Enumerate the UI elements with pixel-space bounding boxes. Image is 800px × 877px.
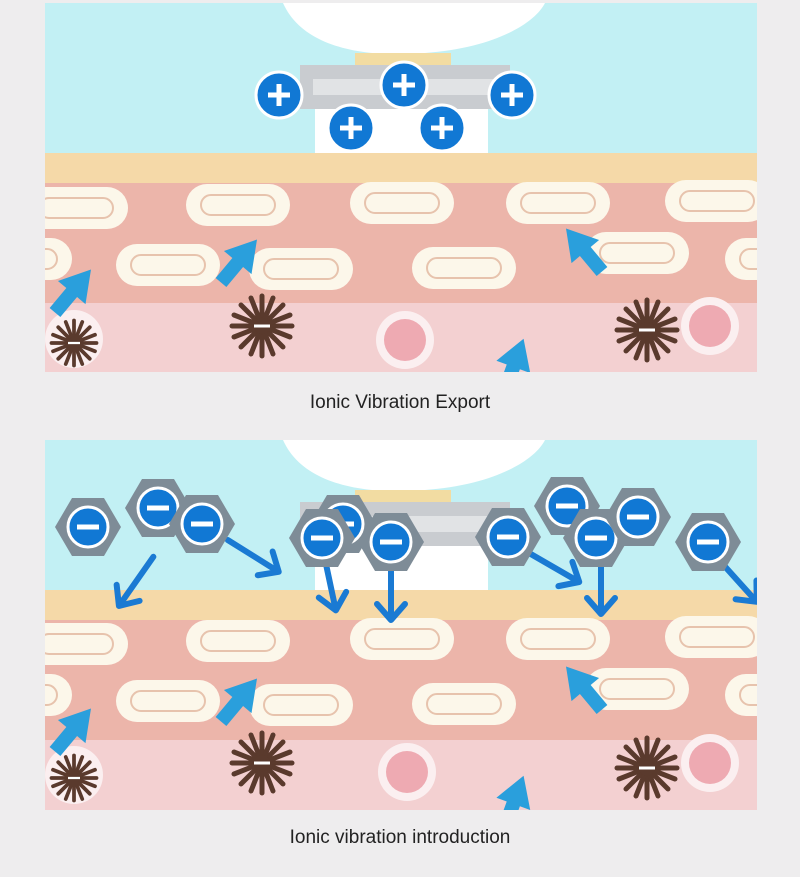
dirt-particle-icon [49, 753, 99, 803]
sphere-icon [376, 311, 434, 369]
skin-surface-layer [45, 153, 757, 183]
positive-ion-icon [254, 70, 304, 120]
dirt-particle-icon [232, 296, 292, 356]
cell-icon [505, 617, 611, 661]
sphere-icon [378, 743, 436, 801]
positive-ion-icon [379, 60, 429, 110]
dirt-particle-icon [232, 733, 292, 793]
introduction-diagram-panel [45, 440, 757, 810]
dirt-particle-icon [617, 300, 677, 360]
cell-icon [411, 682, 517, 726]
export-diagram-panel [45, 3, 757, 372]
cell-icon [349, 617, 455, 661]
cell-icon [185, 183, 291, 227]
dirt-particle-icon [617, 738, 677, 798]
positive-ion-icon [326, 103, 376, 153]
dirt-particle-icon [49, 318, 99, 368]
cell-icon [248, 683, 354, 727]
cell-icon [115, 679, 221, 723]
positive-ion-icon [487, 70, 537, 120]
cell-icon [185, 619, 291, 663]
cell-icon [45, 622, 129, 666]
sphere-icon [681, 734, 739, 792]
sphere-icon [681, 297, 739, 355]
cell-icon [664, 179, 757, 223]
positive-ion-icon [417, 103, 467, 153]
introduction-caption: Ionic vibration introduction [289, 827, 511, 848]
export-diagram [45, 3, 757, 372]
cell-icon [411, 246, 517, 290]
cell-icon [505, 181, 611, 225]
cell-icon [664, 615, 757, 659]
cell-icon [115, 243, 221, 287]
cell-icon [248, 247, 354, 291]
cell-icon [45, 186, 129, 230]
export-caption: Ionic Vibration Export [309, 392, 491, 413]
cell-icon [349, 181, 455, 225]
introduction-diagram [45, 440, 757, 810]
